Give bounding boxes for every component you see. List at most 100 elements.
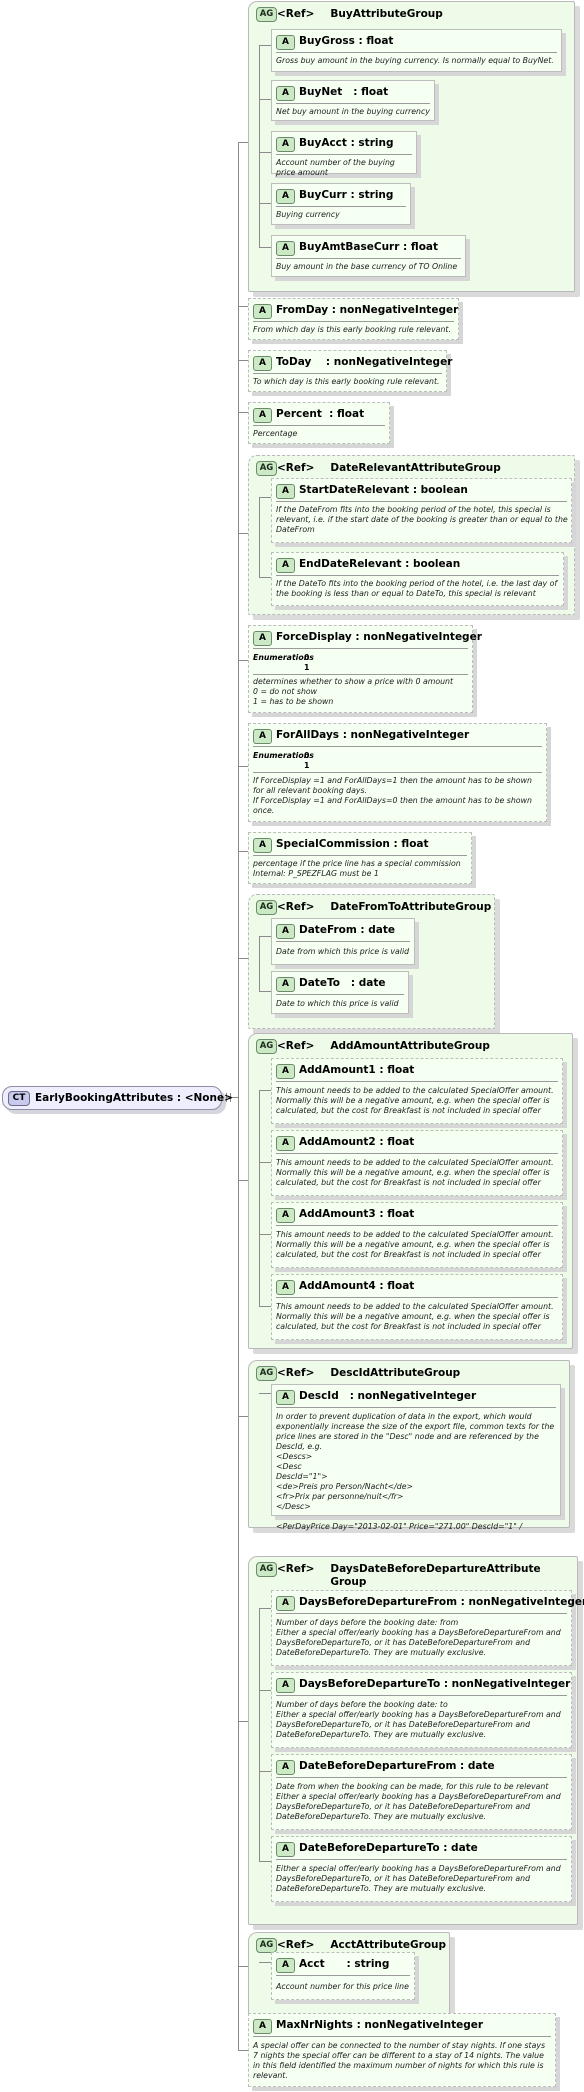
complex-type-badge: CT [8, 1091, 30, 1106]
attribute-name: ForceDisplay : nonNegativeInteger [276, 631, 482, 643]
group-name: AddAmountAttributeGroup [330, 1040, 490, 1052]
attr-foralldays[interactable]: A ForAllDays : nonNegativeInteger Enumer… [248, 723, 547, 822]
attribute-name: Percent : float [276, 408, 365, 420]
attribute-name: FromDay : nonNegativeInteger [276, 304, 459, 316]
attribute-doc: Buy amount in the base currency of TO On… [276, 262, 458, 271]
separator [276, 941, 410, 942]
group-branch [259, 577, 271, 578]
ref-label: <Ref> [277, 901, 315, 913]
attribute-group-badge: AG [256, 7, 277, 22]
attribute-name: MaxNrNights : nonNegativeInteger [276, 2019, 484, 2031]
enumerations-label: Enumerations [253, 751, 314, 760]
separator [276, 1777, 567, 1778]
attr-descid[interactable]: A DescId : nonNegativeInteger In order t… [271, 1384, 561, 1531]
attribute-badge: A [276, 1064, 295, 1079]
attribute-badge: A [276, 484, 295, 499]
attr-datebeforedepartureto[interactable]: A DateBeforeDepartureTo : date Either a … [271, 1836, 572, 1902]
group-spine [259, 1090, 260, 1306]
attribute-doc: Number of days before the booking date: … [276, 1700, 561, 1739]
attr-buycurr[interactable]: A BuyCurr : string Buying currency [271, 183, 411, 225]
group-title: <Ref>DateRelevantAttributeGroup [277, 462, 501, 475]
attribute-doc: A special offer can be connected to the … [253, 2041, 546, 2080]
attr-addamount1[interactable]: A AddAmount1 : float This amount needs t… [271, 1058, 563, 1124]
attribute-badge: A [276, 137, 295, 152]
attr-today[interactable]: A ToDay : nonNegativeInteger To which da… [248, 350, 452, 392]
group-branch [259, 1306, 271, 1307]
attr-maxnrnights[interactable]: A MaxNrNights : nonNegativeInteger A spe… [248, 2013, 556, 2087]
separator [276, 1859, 567, 1860]
group-name: DateRelevantAttributeGroup [330, 462, 501, 474]
attribute-doc: Percentage [253, 429, 298, 438]
attr-datebeforedeparturefrom[interactable]: A DateBeforeDepartureFrom : date Date fr… [271, 1754, 572, 1830]
attribute-name: AddAmount3 : float [299, 1208, 415, 1220]
attribute-name: AddAmount1 : float [299, 1064, 415, 1076]
attr-startdaterelevant[interactable]: A StartDateRelevant : boolean If the Dat… [271, 478, 572, 543]
attribute-group-badge: AG [256, 461, 277, 476]
attr-percent[interactable]: A Percent : float Percentage [248, 402, 390, 444]
group-branch [259, 1234, 271, 1235]
attr-addamount4[interactable]: A AddAmount4 : float This amount needs t… [271, 1274, 563, 1340]
attr-addamount2[interactable]: A AddAmount2 : float This amount needs t… [271, 1130, 563, 1196]
attribute-badge: A [253, 2019, 272, 2034]
group-branch [259, 991, 271, 992]
separator [253, 425, 385, 426]
root-complex-type[interactable]: CT EarlyBookingAttributes : <None> [2, 1086, 233, 1110]
enumerations-label: Enumerations [253, 653, 314, 662]
attribute-doc: This amount needs to be added to the cal… [276, 1230, 554, 1259]
attribute-doc: Either a special offer/early booking has… [276, 1864, 561, 1893]
attribute-badge: A [253, 631, 272, 646]
attribute-badge: A [253, 304, 272, 319]
group-title: <Ref>DaysDateBeforeDepartureAttribute Gr… [277, 1563, 541, 1589]
group-name: AcctAttributeGroup [330, 1939, 447, 1951]
separator [276, 1407, 556, 1408]
separator [276, 258, 461, 259]
group-branch [259, 1690, 271, 1691]
separator [276, 1695, 567, 1696]
attribute-doc: Account number of the buying price amoun… [276, 158, 395, 177]
attribute-name: DateFrom : date [299, 924, 396, 936]
attr-fromday[interactable]: A FromDay : nonNegativeInteger From whic… [248, 298, 459, 340]
attribute-name: BuyAcct : string [299, 137, 394, 149]
attribute-badge: A [253, 838, 272, 853]
attribute-badge: A [276, 1760, 295, 1775]
branch-line [238, 766, 248, 767]
root-connector-bracket-2 [230, 1093, 231, 1102]
root-connector-bracket [226, 1093, 227, 1102]
attr-forcedisplay[interactable]: A ForceDisplay : nonNegativeInteger Enum… [248, 625, 482, 713]
attribute-doc: If ForceDisplay =1 and ForAllDays=1 then… [253, 776, 532, 815]
separator [276, 575, 559, 576]
attribute-badge: A [276, 86, 295, 101]
attribute-badge: A [276, 1390, 295, 1405]
attr-buyacct[interactable]: A BuyAcct : string Account number of the… [271, 131, 417, 177]
attr-daysbeforedepartureto[interactable]: A DaysBeforeDepartureTo : nonNegativeInt… [271, 1672, 572, 1748]
enum-value: 1 [304, 663, 310, 672]
attribute-badge: A [253, 408, 272, 423]
attribute-doc: If the DateFrom fits into the booking pe… [276, 505, 568, 534]
attribute-badge: A [276, 558, 295, 573]
group-branch [259, 247, 271, 248]
attribute-name: DateBeforeDepartureTo : date [299, 1842, 478, 1854]
branch-line [238, 306, 248, 307]
attr-enddaterelevant[interactable]: A EndDateRelevant : boolean If the DateT… [271, 552, 564, 606]
root-connector [221, 1097, 238, 1098]
group-branch [259, 1393, 271, 1394]
attr-dateto[interactable]: A DateTo : date Date to which this price… [271, 971, 409, 1014]
attr-addamount3[interactable]: A AddAmount3 : float This amount needs t… [271, 1202, 563, 1268]
attr-specialcommission[interactable]: A SpecialCommission : float percentage i… [248, 832, 472, 884]
branch-line [238, 958, 248, 959]
attribute-name: DateBeforeDepartureFrom : date [299, 1760, 495, 1772]
attribute-doc: From which day is this early booking rul… [253, 325, 451, 334]
attr-datefrom[interactable]: A DateFrom : date Date from which this p… [271, 918, 415, 965]
separator [276, 52, 557, 53]
attribute-badge: A [276, 35, 295, 50]
attribute-badge: A [276, 241, 295, 256]
attr-acct[interactable]: A Acct : string Account number for this … [271, 1952, 415, 2000]
attribute-name: DateTo : date [299, 977, 386, 989]
branch-line [238, 412, 248, 413]
attribute-name: AddAmount4 : float [299, 1280, 415, 1292]
attribute-name: BuyAmtBaseCurr : float [299, 241, 439, 253]
attr-buyamtbasecurr[interactable]: A BuyAmtBaseCurr : float Buy amount in t… [271, 235, 466, 277]
attr-buynet[interactable]: A BuyNet : float Net buy amount in the b… [271, 80, 435, 121]
attr-buygross[interactable]: A BuyGross : float Gross buy amount in t… [271, 29, 562, 72]
attr-daysbeforedeparturefrom[interactable]: A DaysBeforeDepartureFrom : nonNegativeI… [271, 1590, 584, 1666]
